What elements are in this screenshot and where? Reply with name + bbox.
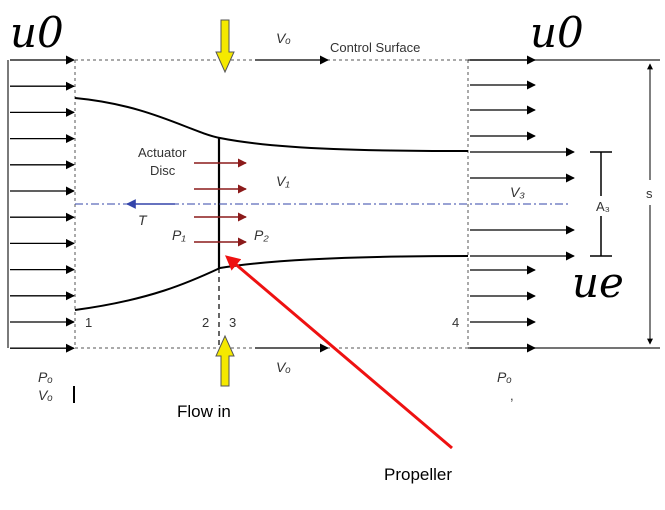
propeller-pointer-arrow: [224, 255, 453, 450]
station-4-label: 4: [452, 315, 459, 330]
station-3-label: 3: [229, 315, 236, 330]
v1-label: V₁: [276, 173, 290, 189]
title-u0-left: u0: [10, 8, 64, 57]
outflow-arrows: [470, 55, 536, 353]
yellow-arrow-bottom: [215, 334, 235, 387]
jet-arrows: [470, 147, 575, 261]
streamtube-upper: [74, 97, 469, 152]
station-2-label: 2: [202, 315, 209, 330]
flow-in-label: Flow in: [177, 402, 231, 421]
v3-label: V₃: [510, 184, 525, 200]
title-u0-right: u0: [530, 8, 584, 57]
disc-pressure-arrows: [194, 158, 247, 247]
a3-label: A₃: [596, 199, 610, 214]
v0-left-label: Vₒ: [38, 387, 53, 403]
station-1-label: 1: [85, 315, 92, 330]
v0-bottom-label: Vₒ: [276, 359, 291, 375]
propeller-label: Propeller: [384, 465, 452, 484]
right-comma: ,: [510, 388, 514, 403]
actuator-label: Actuator: [138, 145, 187, 160]
v0-top-label: Vₒ: [276, 30, 291, 46]
disc-label: Disc: [150, 163, 176, 178]
a3-bracket: [590, 151, 612, 257]
p1-label: P₁: [172, 227, 186, 243]
yellow-arrow-top: [215, 19, 235, 74]
p2-label: P₂: [254, 227, 269, 243]
s-label: s: [646, 186, 653, 201]
control-surface-label: Control Surface: [330, 40, 420, 55]
inflow-arrows: [10, 55, 75, 353]
streamtube-lower: [74, 255, 469, 311]
exit-velocity-symbol: ue: [572, 258, 624, 307]
p0-right-label: Pₒ: [497, 369, 512, 385]
p0-left-label: Pₒ: [38, 369, 53, 385]
thrust-label: T: [138, 212, 148, 228]
